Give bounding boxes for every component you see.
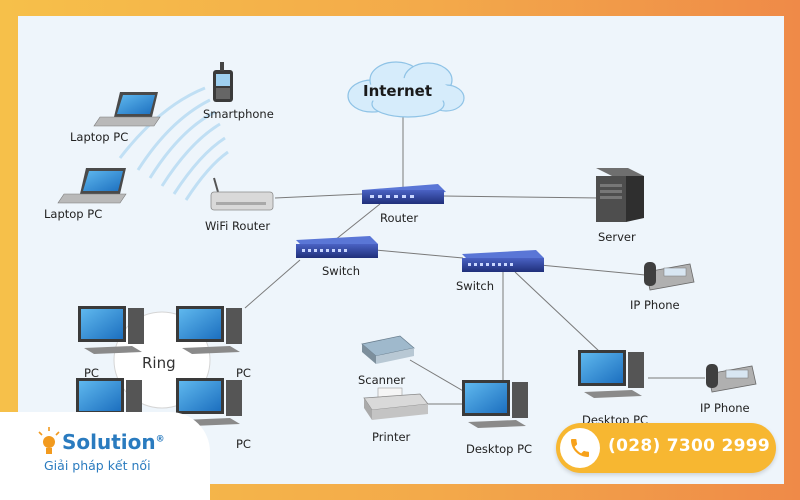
desktop-computer-icon: [462, 380, 528, 428]
printer-icon: [363, 387, 429, 420]
internet-cloud: [347, 61, 465, 118]
switch-label-2: Switch: [456, 279, 494, 293]
server-label: Server: [598, 230, 636, 244]
laptop-label-1: Laptop PC: [70, 130, 128, 144]
server-icon: [596, 168, 644, 222]
internet-label: Internet: [363, 82, 432, 100]
ip-phone-label-1: IP Phone: [630, 298, 680, 312]
router-icon: [362, 184, 446, 204]
switch-icon: [296, 236, 378, 258]
scanner-label: Scanner: [358, 373, 405, 387]
hotline-number[interactable]: (028) 7300 2999: [608, 436, 770, 456]
brand-name-main: Solution: [62, 430, 156, 454]
router-label: Router: [380, 211, 418, 225]
ip-phone-icon: [644, 262, 695, 291]
connection-lines: [244, 112, 705, 405]
phone-icon: [571, 439, 589, 457]
lightbulb-icon: [38, 427, 60, 454]
pc-label-3: PC: [236, 437, 251, 451]
brand-name: iSolution®: [62, 430, 165, 454]
desktop-computer-icon: [78, 306, 144, 354]
brand-logo-panel: [0, 412, 210, 500]
ring-label: Ring: [142, 354, 176, 372]
laptop-icon: [93, 92, 161, 127]
registered-mark: ®: [155, 434, 165, 445]
brand-tagline: Giải pháp kết nối: [44, 458, 151, 473]
desktop-computer-icon: [176, 378, 242, 426]
desktop-computer-icon: [176, 306, 242, 354]
desktop-computer-icon: [76, 378, 142, 416]
wifi-signal-waves: [118, 86, 229, 201]
laptop-icon: [57, 168, 127, 204]
switch-label-1: Switch: [322, 264, 360, 278]
pc-label-2: PC: [236, 366, 251, 380]
printer-label: Printer: [372, 430, 411, 444]
wifi-router-label: WiFi Router: [205, 219, 270, 233]
smartphone-label: Smartphone: [203, 107, 274, 121]
ip-phone-label-2: IP Phone: [700, 401, 750, 415]
phone-icon-badge: [560, 428, 600, 468]
scanner-icon: [361, 335, 415, 364]
smartphone-icon: [213, 62, 233, 102]
switch-icon: [462, 250, 544, 272]
wifi-router-icon: [210, 177, 274, 211]
desktop-computer-icon: [578, 350, 644, 398]
laptop-label-2: Laptop PC: [44, 207, 102, 221]
desktop-pc-label-1: Desktop PC: [466, 442, 532, 456]
ip-phone-icon: [706, 364, 757, 393]
pc-label-1: PC: [84, 366, 99, 380]
